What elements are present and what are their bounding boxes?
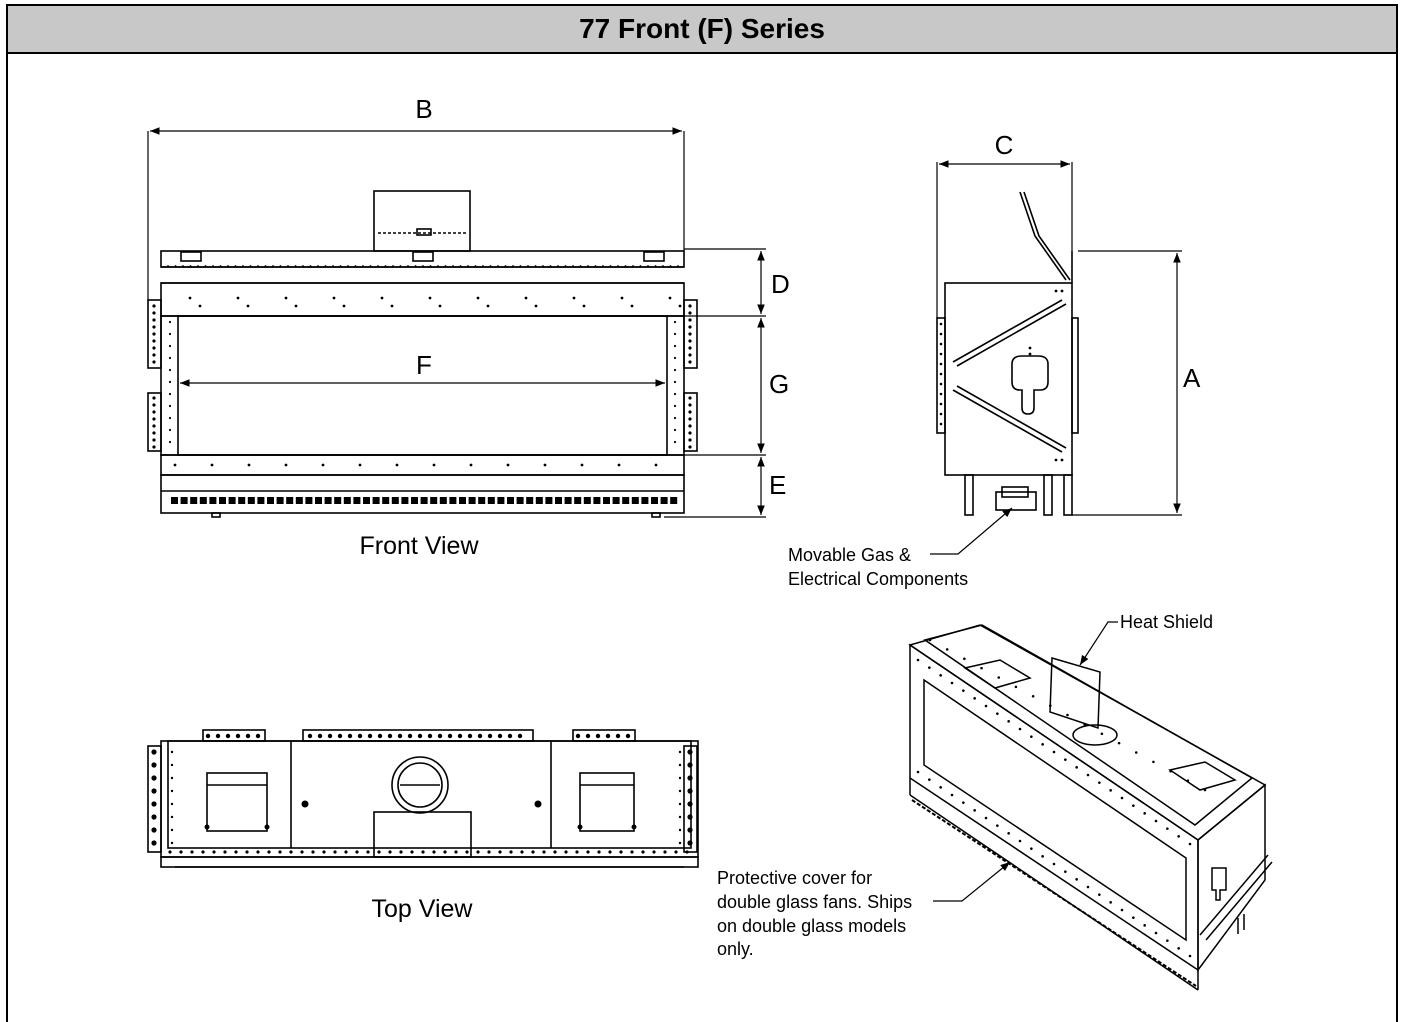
dimension-label-b: B	[415, 94, 432, 124]
gas-callout-leader	[930, 507, 1013, 555]
dimension-label-e: E	[769, 470, 786, 500]
top-view-rivets	[151, 733, 693, 854]
dimension-label-f: F	[416, 350, 432, 380]
front-rivets	[152, 265, 692, 467]
front-view-label: Front View	[359, 532, 479, 560]
top-view-label: Top View	[372, 895, 474, 923]
cover-leader	[933, 861, 1011, 902]
cover-note-line1: Protective cover for	[717, 868, 872, 888]
dimension-label-a: A	[1183, 363, 1201, 393]
cover-note-line2: double glass fans. Ships	[717, 892, 912, 912]
drawing-frame	[6, 52, 1398, 1022]
side-view	[936, 191, 1079, 516]
front-view	[147, 190, 698, 518]
side-rivets	[939, 289, 1064, 462]
dimension-label-d: D	[771, 269, 790, 299]
side-dimension-lines	[936, 160, 1182, 516]
page-title: 77 Front (F) Series	[6, 4, 1398, 54]
isometric-view	[908, 624, 1273, 991]
iso-rivets	[916, 638, 1207, 958]
gas-callout-line2: Electrical Components	[788, 569, 968, 589]
cover-note-line3: on double glass models	[717, 916, 906, 936]
front-vent-slots	[171, 497, 678, 504]
cover-note-line4: only.	[717, 939, 754, 959]
heat-shield-leader	[1079, 621, 1118, 666]
front-dimension-lines	[147, 127, 766, 518]
heat-shield-label: Heat Shield	[1120, 612, 1213, 632]
dimension-label-g: G	[769, 369, 789, 399]
dimension-label-c: C	[995, 130, 1014, 160]
iso-vent-strip	[911, 799, 1197, 987]
gas-callout-line1: Movable Gas &	[788, 545, 911, 565]
top-view	[147, 729, 699, 868]
